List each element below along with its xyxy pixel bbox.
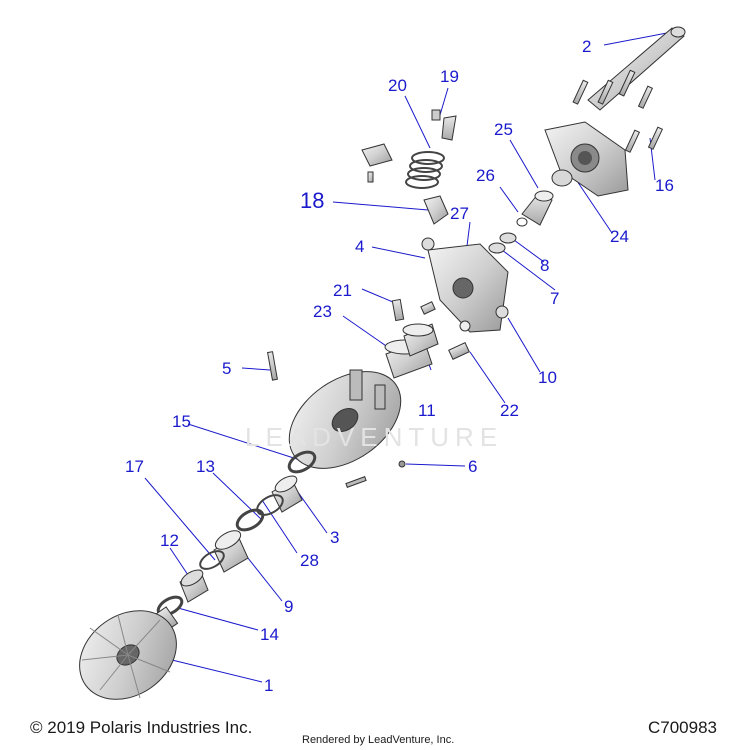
callout-17: 17 <box>125 457 144 476</box>
callout-18: 18 <box>300 188 325 213</box>
callout-15: 15 <box>172 412 191 431</box>
callout-22: 22 <box>500 401 519 420</box>
washers-part-7-8 <box>488 232 517 254</box>
callout-21: 21 <box>333 281 352 300</box>
rollers-part-21-22 <box>391 298 470 360</box>
cover-part-27 <box>421 237 509 333</box>
callout-19: 19 <box>440 67 459 86</box>
ring-part-15 <box>287 450 317 474</box>
callout-4: 4 <box>355 237 365 256</box>
pin-part-5 <box>267 351 278 381</box>
callout-12: 12 <box>160 531 179 550</box>
copyright-text: © 2019 Polaris Industries Inc. <box>30 718 253 737</box>
bushing-part-3 <box>271 475 303 513</box>
moveable-sheave <box>288 369 402 469</box>
fixed-sheave-part-1 <box>79 606 179 700</box>
drawing-code: C700983 <box>648 718 718 737</box>
bushing-part-12 <box>179 569 209 603</box>
spider-part-24 <box>544 121 629 197</box>
shaft-part-2 <box>587 26 686 111</box>
watermark-text: LEADVENTURE <box>245 422 504 452</box>
screw-part-6 <box>398 460 406 468</box>
roll-pin <box>345 476 367 488</box>
callout-23: 23 <box>313 302 332 321</box>
flyweight-part-18 <box>423 195 449 225</box>
callout-2: 2 <box>582 37 592 56</box>
callout-20: 20 <box>388 76 407 95</box>
callout-25: 25 <box>494 120 513 139</box>
bushing-part-9 <box>213 530 249 573</box>
spring-part-20 <box>405 151 445 189</box>
weight-block <box>361 143 393 183</box>
callout-16: 16 <box>655 176 674 195</box>
rendered-by-text: Rendered by LeadVenture, Inc. <box>302 734 455 746</box>
callout-14: 14 <box>260 625 279 644</box>
ring-part-28 <box>256 494 284 516</box>
callout-8: 8 <box>540 256 550 275</box>
bushing-part-11 <box>402 323 439 357</box>
callout-9: 9 <box>284 597 294 616</box>
callout-6: 6 <box>468 457 478 476</box>
callout-26: 26 <box>476 166 495 185</box>
callout-27: 27 <box>450 204 469 223</box>
bolts-part-16 <box>572 69 664 153</box>
callout-5: 5 <box>222 359 232 378</box>
callout-7: 7 <box>550 289 560 308</box>
pin-part-19 <box>431 109 457 141</box>
callout-11: 11 <box>418 401 436 420</box>
leader-lines <box>144 31 673 683</box>
ring-part-13 <box>235 508 265 532</box>
callout-1: 1 <box>264 676 274 695</box>
sleeve-part-25 <box>516 190 554 227</box>
callout-3: 3 <box>330 528 340 547</box>
ring-part-17 <box>199 550 225 570</box>
callout-24: 24 <box>610 227 629 246</box>
callout-10: 10 <box>538 368 557 387</box>
callout-13: 13 <box>196 457 215 476</box>
callout-28: 28 <box>300 551 319 570</box>
